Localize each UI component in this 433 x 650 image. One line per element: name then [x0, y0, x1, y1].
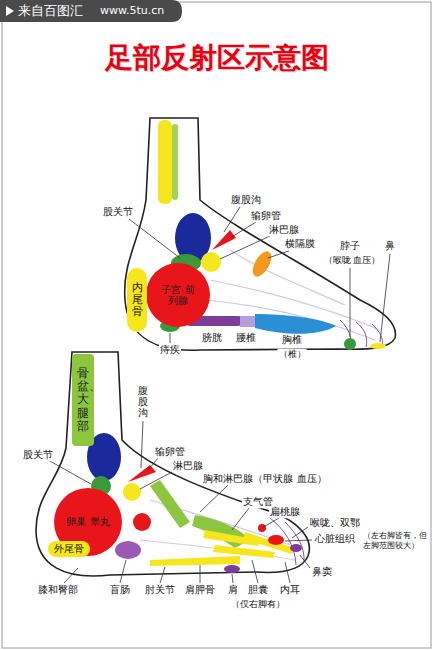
region-label: 输卵管 [154, 446, 186, 458]
region-label: 脖子 [339, 240, 361, 252]
region-label: 痔疾 [159, 344, 181, 356]
region-label: 腰椎 [235, 332, 257, 344]
watermark: 来自百图汇 [18, 4, 83, 19]
reflex-zone-band: 骨盆、大腿部 [72, 354, 94, 446]
region-label: 股关节 [102, 206, 134, 218]
region-label: （仅右脚有） [230, 599, 286, 609]
region-label: 喉咙、双鄂 [309, 517, 361, 529]
zone-label: 子宫 前列腺 [158, 284, 198, 307]
region-label: 扁桃腺 [269, 506, 301, 518]
region-label: 肩胛骨 [184, 584, 216, 596]
reflex-zone-band: 外尾骨 [48, 541, 90, 557]
reflex-zone-circle: 子宫 前列腺 [146, 263, 210, 327]
watermark-tab [0, 0, 182, 22]
reflex-zone-band: 内尾骨 [127, 268, 147, 332]
region-label: 腹股沟 [137, 385, 149, 418]
zone-label: 骨盆、大腿部 [77, 367, 89, 433]
region-label: 心脏组织 [314, 533, 356, 545]
region-label: 股关节 [22, 449, 54, 461]
region-label: 淋巴腺 [268, 224, 300, 236]
region-label: 肘关节 [144, 584, 176, 596]
region-label: （椎） [278, 349, 307, 359]
region-label: 淋巴腺 [172, 460, 204, 472]
zone-label: 内尾骨 [132, 282, 143, 318]
zone-label: 外尾骨 [54, 543, 84, 555]
region-label: 膀胱 [201, 332, 223, 344]
region-label: 输卵管 [250, 210, 282, 222]
region-label: 鼻 [384, 240, 396, 252]
region-label: 腹股沟 [230, 194, 262, 206]
region-label: 胸椎 [281, 334, 303, 346]
leader-lines [48, 207, 390, 583]
region-label: （左右脚皆有，但左脚范围较大） [362, 531, 430, 551]
region-label: 盲肠 [109, 584, 131, 596]
region-label: 肩 [227, 584, 239, 596]
region-label: 胸和淋巴腺（甲状腺 血压） [202, 473, 327, 485]
lower-foot [36, 352, 309, 576]
title: 足部反射区示意图 [0, 42, 433, 74]
region-label: 内耳 [279, 584, 301, 596]
upper-foot [125, 118, 396, 350]
zone-label: 卵巢 睾丸 [66, 516, 109, 528]
region-label: 横隔膜 [284, 238, 316, 250]
region-label: 胆囊 [247, 584, 269, 596]
region-label: 膝和臀部 [37, 584, 79, 596]
play-icon [6, 6, 14, 16]
region-label: 鼻窦 [311, 566, 333, 578]
watermark: www.5tu.cn [100, 5, 164, 18]
region-label: （喉咙 血压） [323, 255, 382, 265]
